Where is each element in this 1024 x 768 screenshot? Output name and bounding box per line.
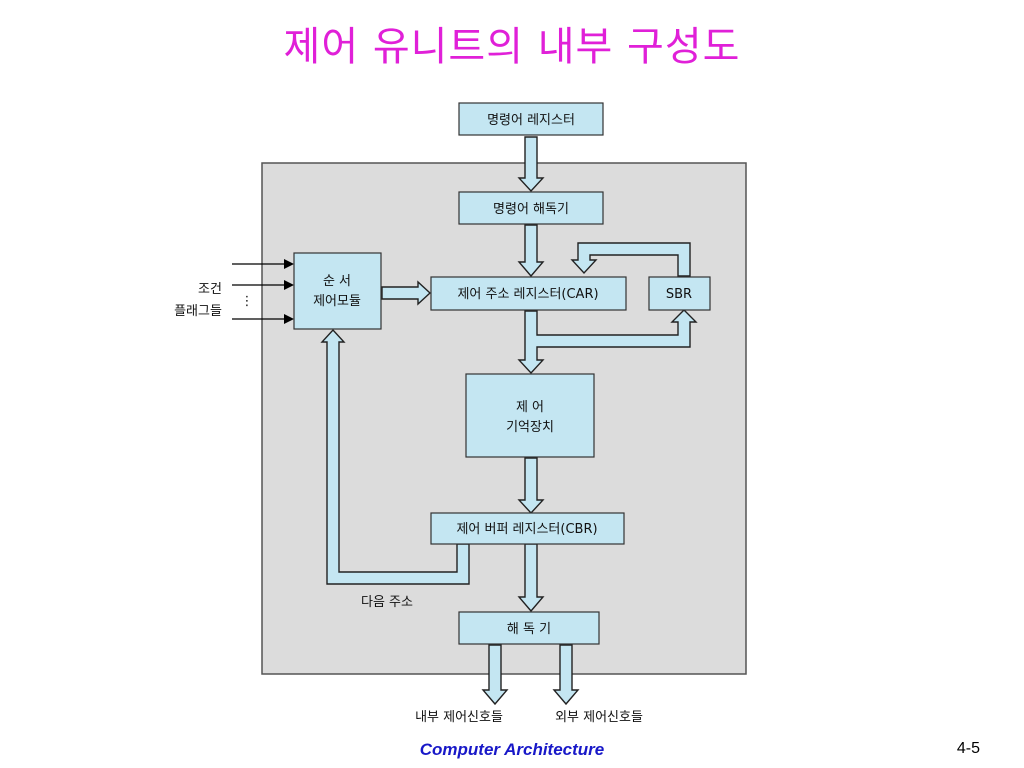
arrow-memory-to-cbr [517,457,545,515]
sequencer-label-line1: 순 서 [323,274,351,289]
decoder-label: 해 독 기 [507,622,551,637]
arrow-sbr-to-car [570,242,691,277]
control-memory-label-line2: 기억장치 [506,420,554,435]
arrow-car-to-memory-and-sbr [517,309,698,375]
car-label: 제어 주소 레지스터(CAR) [457,287,598,302]
control-memory-label-line1: 제 어 [516,400,544,415]
arrow-ir-to-decoder [517,136,545,193]
flag-arrowhead-3 [284,314,294,324]
page-number: 4-5 [956,740,980,757]
arrow-decoder-to-car [517,224,545,278]
slide-title: 제어 유니트의 내부 구성도 [283,24,741,70]
sbr-box [648,276,711,311]
sbr-label: SBR [666,287,692,302]
arrow-next-address [320,328,470,585]
arrow-internal-signals [481,644,509,706]
arrow-external-signals [552,644,580,706]
condition-flags-label-line2: 플래그들 [174,304,222,319]
cbr-label: 제어 버퍼 레지스터(CBR) [456,522,597,537]
flag-arrowhead-1 [284,259,294,269]
sequencer-box [293,252,382,330]
instruction-decoder-label: 명령어 해독기 [493,202,569,217]
control-memory-box [465,373,595,458]
cbr-box [430,512,625,545]
external-signals-label: 외부 제어신호들 [555,710,643,725]
flag-arrowhead-2 [284,280,294,290]
instruction-register-label: 명령어 레지스터 [487,113,575,128]
instruction-register-box [458,102,604,136]
instruction-decoder-box [458,191,604,225]
next-address-label: 다음 주소 [361,595,413,610]
decoder-box [458,611,600,645]
car-box [430,276,627,311]
arrow-sequencer-to-car [381,280,432,306]
flag-ellipsis: ⋮ [241,294,254,309]
footer-course-title: Computer Architecture [419,740,605,759]
sequencer-label-line2: 제어모듈 [313,294,361,309]
condition-flags-label-line1: 조건 [198,282,222,297]
internal-signals-label: 내부 제어신호들 [415,710,503,725]
arrow-cbr-to-decoder [517,543,545,613]
